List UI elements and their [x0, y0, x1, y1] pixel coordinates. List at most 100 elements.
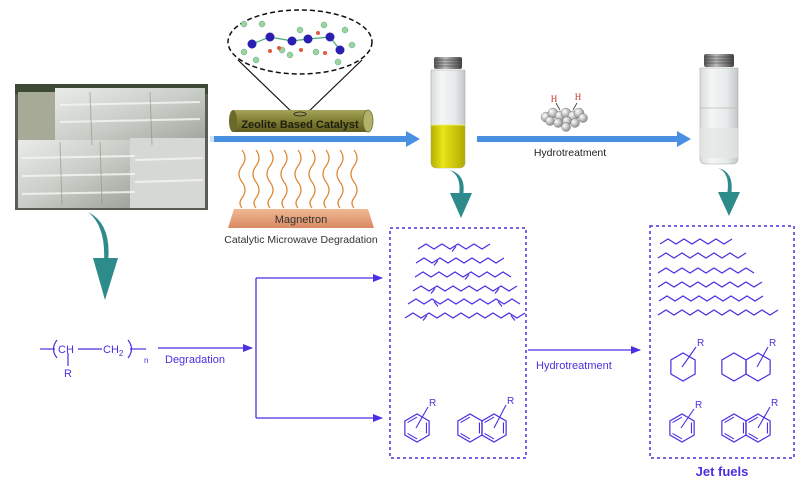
crude-products-box — [389, 227, 527, 459]
crude-oil-vial — [430, 57, 466, 169]
alkene-chain — [412, 285, 518, 292]
polymer-substituent-r: R — [64, 368, 72, 380]
double-bond — [464, 274, 470, 280]
microwave-line — [294, 149, 302, 209]
alkylnaphthalene-structure: R — [721, 398, 778, 443]
alkene-chain — [407, 298, 521, 305]
substituent-r-label: R — [697, 338, 704, 349]
double-bond — [497, 301, 503, 307]
aromatic-bond — [748, 432, 759, 440]
double-bond — [494, 288, 500, 294]
microwave-line — [322, 149, 330, 209]
zeolite-molecule-icon — [240, 20, 356, 66]
hydrogen-atom-label: H — [575, 92, 582, 102]
alkene-chains — [404, 243, 526, 321]
ring — [745, 352, 771, 382]
hydrotreatment-top-label: Hydrotreatment — [534, 147, 606, 159]
polymer-ch2: CH2 — [103, 344, 124, 358]
aromatic-bond — [460, 416, 471, 424]
alkane-chain — [657, 309, 779, 316]
ring — [404, 413, 430, 443]
microwave-line — [280, 149, 288, 209]
double-bond — [451, 246, 457, 252]
double-bond — [433, 301, 439, 307]
alkylcyclohexane-structure: R — [670, 338, 704, 382]
microwave-waves-icon — [238, 149, 358, 209]
hydrogen-catalyst-molecule-icon: H H — [540, 92, 588, 132]
substituent-bond — [756, 346, 769, 368]
substituent-r-label: R — [771, 398, 778, 409]
substituent-bond — [680, 408, 695, 429]
alkylbenzene-structure: R — [404, 398, 436, 443]
curved-arrow-down — [718, 168, 740, 216]
alkane-chain — [657, 281, 763, 288]
microwave-line — [266, 149, 274, 209]
hydrogen-atom-label: H — [551, 94, 558, 104]
hydrotreatment-bottom-label: Hydrotreatment — [536, 360, 612, 372]
process-arrow-hydrotreatment — [477, 131, 691, 147]
aromatic-bond — [672, 432, 683, 440]
process-label: Catalytic Microwave Degradation — [224, 234, 378, 246]
jet-fuel-products-box — [649, 225, 795, 459]
ring — [721, 352, 747, 382]
zeolite-structure-magnified — [227, 9, 373, 116]
double-bond — [430, 288, 436, 294]
jet-fuel-vial — [699, 54, 739, 165]
ring — [481, 413, 507, 443]
microwave-line — [308, 149, 316, 209]
polymer-structure — [40, 339, 146, 366]
alkane-chains — [657, 238, 779, 316]
substituent-r-label: R — [769, 338, 776, 349]
polymer-ch: CH — [58, 344, 74, 356]
process-arrow-degradation — [210, 131, 420, 147]
alkene-chain — [415, 257, 505, 264]
ring — [670, 352, 696, 382]
catalyst-cylinder — [229, 109, 374, 133]
alkane-chain — [657, 252, 747, 259]
magnetron-block — [228, 209, 374, 228]
microwave-line — [238, 149, 246, 209]
plastic-waste-photo — [15, 84, 208, 210]
ring — [745, 413, 771, 443]
microwave-line — [350, 149, 358, 209]
aromatic-bond — [748, 416, 759, 424]
aromatic-bond — [407, 416, 418, 424]
microwave-line — [336, 149, 344, 209]
jet-fuels-label: Jet fuels — [696, 464, 749, 479]
curved-arrow-down — [88, 212, 118, 300]
magnetron-label: Magnetron — [275, 214, 328, 226]
aromatic-bond — [724, 416, 735, 424]
aromatic-bond — [407, 432, 418, 440]
alkene-chain — [417, 243, 491, 250]
alkyldecalin-structure: R — [721, 338, 776, 382]
alkane-chain — [659, 238, 733, 245]
degradation-label: Degradation — [165, 354, 225, 366]
degradation-arrow — [158, 274, 383, 422]
alkylnaphthalene-structure: R — [457, 396, 514, 443]
substituent-r-label: R — [507, 396, 514, 407]
alkylbenzene-structure: R — [669, 400, 702, 443]
substituent-r-label: R — [695, 400, 702, 411]
alkene-chain — [404, 312, 526, 319]
ring — [457, 413, 483, 443]
substituent-bond — [493, 404, 507, 429]
polymer-ch2-text: CH — [103, 344, 119, 356]
aromatic-bond — [724, 432, 735, 440]
microwave-line — [252, 149, 260, 209]
aromatic-bond — [484, 416, 495, 424]
curved-arrow-down — [449, 170, 472, 218]
ring — [721, 413, 747, 443]
polymer-repeat-n: n — [144, 356, 148, 365]
polymer-subscript-2: 2 — [119, 349, 124, 358]
substituent-r-label: R — [429, 398, 436, 409]
alkene-chain — [414, 271, 512, 278]
ring — [669, 413, 695, 443]
aromatic-bond — [672, 416, 683, 424]
catalyst-label: Zeolite Based Catalyst — [241, 119, 359, 131]
double-bond — [422, 315, 428, 321]
substituent-bond — [757, 406, 771, 429]
aromatic-bond — [484, 432, 495, 440]
aromatic-bond — [460, 432, 471, 440]
double-bond — [433, 260, 439, 266]
